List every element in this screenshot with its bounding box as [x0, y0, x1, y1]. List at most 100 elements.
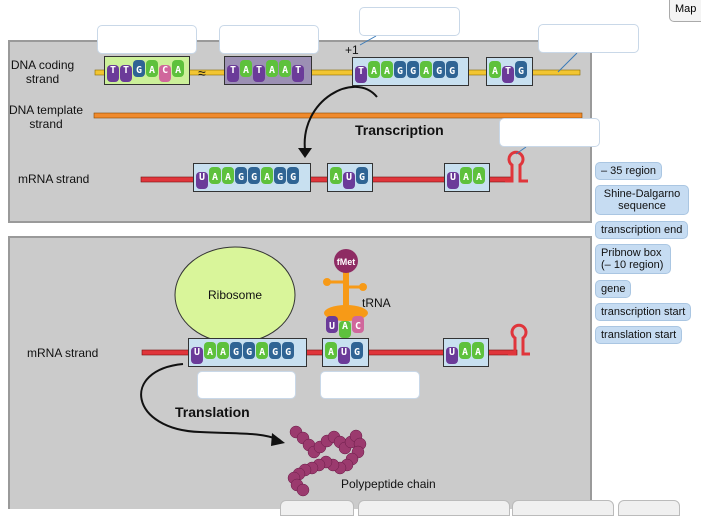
nucleotide-tile — [261, 166, 273, 184]
sequence-text: TATAAT — [230, 64, 309, 76]
nucleotide-tile — [269, 341, 281, 359]
sequence-text: AUG — [333, 171, 373, 183]
nucleotide-tile — [489, 60, 501, 78]
tiles — [191, 339, 304, 366]
label-minus35[interactable]: – 35 region — [595, 162, 663, 180]
pribnow-box: TATAAT — [224, 56, 312, 85]
nucleotide-tile — [460, 166, 472, 184]
nucleotide-tile — [292, 64, 304, 82]
nucleotide-tile — [459, 341, 471, 359]
nucleotide-tile — [230, 341, 242, 359]
drop-target-7[interactable] — [320, 371, 420, 399]
mrna-aug-box: AUG — [327, 163, 373, 192]
nucleotide-tile — [338, 346, 350, 364]
nucleotide-tile — [266, 59, 278, 77]
sequence-text: UAAGGAGG — [194, 346, 299, 358]
drop-target-1[interactable] — [97, 25, 197, 54]
connector — [359, 35, 377, 46]
nucleotide-tile — [235, 166, 247, 184]
nucleotide-tile — [256, 341, 268, 359]
hint-button[interactable] — [358, 500, 510, 516]
nucleotide-tile — [420, 60, 432, 78]
nucleotide-tile — [217, 341, 229, 359]
hairpin-top — [505, 150, 528, 183]
transcription-arrow — [303, 85, 378, 151]
nucleotide-tile — [253, 64, 265, 82]
trna-label: tRNA — [362, 296, 391, 310]
sequence-text: ATG — [492, 65, 532, 77]
check-answer-button[interactable] — [512, 500, 614, 516]
tiles — [355, 58, 466, 85]
arrowhead-icon — [271, 433, 285, 446]
next-button[interactable] — [618, 500, 680, 516]
drop-target-3[interactable] — [359, 7, 460, 36]
dna-coding-strand — [94, 69, 581, 76]
plus-one-label: +1 — [345, 43, 359, 57]
drop-target-2[interactable] — [219, 25, 319, 54]
connector — [515, 146, 527, 155]
nucleotide-tile — [351, 341, 363, 359]
nucleotide-tile — [339, 321, 351, 338]
label-translation-start[interactable]: translation start — [595, 326, 683, 344]
fmet-circle — [334, 249, 358, 273]
tiles — [489, 58, 530, 85]
nucleotide-tile — [191, 346, 203, 364]
dna-template-label: DNA template strand — [8, 103, 84, 131]
nucleotide-tile — [196, 171, 208, 189]
label-shine-dalgarno[interactable]: Shine-Dalgarno sequence — [595, 185, 689, 215]
nucleotide-tile — [172, 59, 184, 77]
nucleotide-tile — [227, 64, 239, 82]
nucleotide-tile — [107, 64, 119, 82]
label-transcription-start[interactable]: transcription start — [595, 303, 692, 321]
mrna-sd-box: UAAGGAGG — [188, 338, 307, 367]
nucleotide-tile — [330, 166, 342, 184]
arrowhead-icon — [298, 148, 312, 158]
tiles — [325, 339, 366, 366]
anticodon: UAC — [326, 316, 366, 338]
nucleotide-tile — [368, 60, 380, 78]
nucleotide-tile — [473, 166, 485, 184]
drop-target-5[interactable] — [499, 118, 600, 147]
dna-coding-label: DNA coding strand — [10, 58, 75, 86]
nucleotide-tile — [282, 341, 294, 359]
nucleotide-tile — [446, 60, 458, 78]
translation-arrow — [140, 363, 281, 441]
label-pribnow[interactable]: Pribnow box (– 10 region) — [595, 244, 671, 274]
minus35-box: TTGACA — [104, 56, 190, 85]
nucleotide-tile — [146, 59, 158, 77]
fmet-label: fMet — [336, 257, 356, 267]
reset-button[interactable] — [280, 500, 354, 516]
nucleotide-tile — [287, 166, 299, 184]
nucleotide-tile — [326, 316, 338, 333]
label-transcription-end[interactable]: transcription end — [595, 221, 689, 239]
nucleotide-tile — [222, 166, 234, 184]
tiles — [196, 164, 308, 191]
nucleotide-tile — [133, 59, 145, 77]
translation-label: Translation — [175, 404, 250, 420]
nucleotide-tile — [355, 65, 367, 83]
hairpin-bottom — [508, 323, 530, 356]
dna-template-strand — [93, 112, 583, 119]
mrna-sd-box: UAAGGAGG — [193, 163, 311, 192]
polypeptide-label: Polypeptide chain — [341, 477, 436, 491]
tiles — [227, 57, 309, 84]
start-codon-box: ATG — [486, 57, 533, 86]
nucleotide-tile — [502, 65, 514, 83]
nucleotide-tile — [274, 166, 286, 184]
mrna-aug-box: AUG — [322, 338, 369, 367]
tiles — [326, 316, 366, 338]
drop-target-6[interactable] — [197, 371, 296, 399]
nucleotide-tile — [515, 60, 527, 78]
translation-panel — [8, 236, 592, 509]
sequence-text: UAAGGAGG — [199, 171, 304, 183]
label-gene[interactable]: gene — [595, 280, 632, 298]
mrna-label-top: mRNA strand — [18, 172, 90, 186]
polypeptide-chain — [287, 425, 367, 497]
drop-target-4[interactable] — [538, 24, 639, 53]
nucleotide-tile — [159, 64, 171, 82]
map-button[interactable]: Map — [669, 0, 701, 22]
nucleotide-tile — [279, 59, 291, 77]
sequence-text: UAA — [449, 346, 489, 358]
tiles — [446, 339, 486, 366]
